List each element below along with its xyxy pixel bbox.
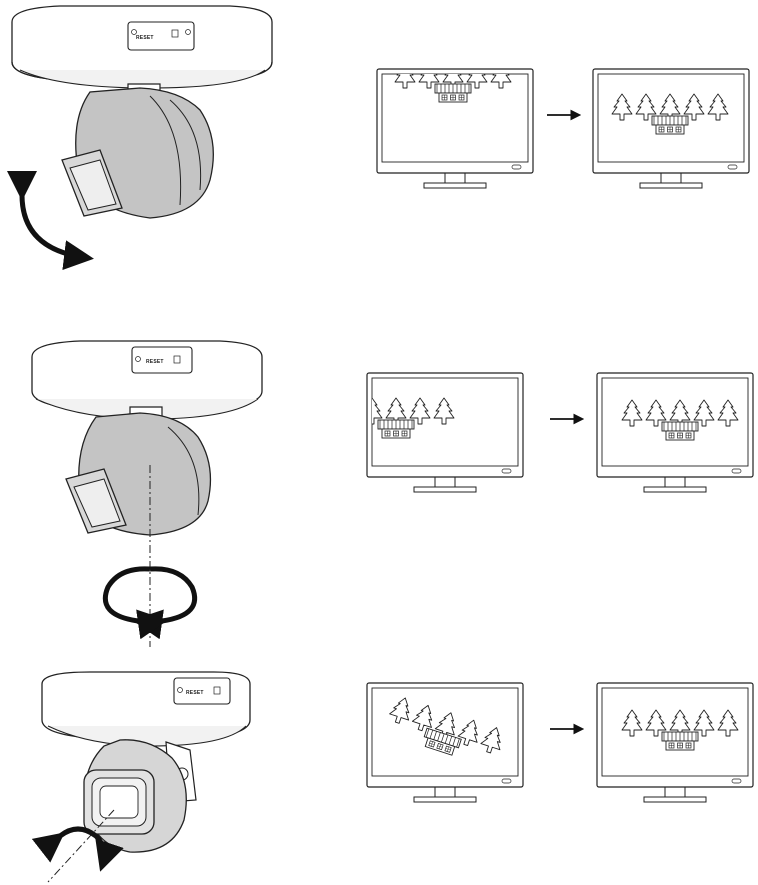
monitor-tilt-before	[366, 372, 526, 508]
camera-rotate-illustration: RESET	[0, 670, 300, 885]
camera-tilt-illustration: RESET	[0, 335, 300, 647]
rotation-arrow-icon	[102, 566, 198, 640]
curved-arrow-icon	[6, 170, 94, 270]
right-arrow-icon	[548, 412, 588, 426]
monitor-pan-before	[376, 68, 536, 194]
camera-pan-illustration: RESET	[0, 0, 300, 275]
camera-dome-icon: RESET	[31, 340, 263, 536]
right-arrow-icon	[548, 722, 588, 736]
svg-text:RESET: RESET	[136, 35, 154, 41]
svg-text:RESET: RESET	[146, 359, 164, 365]
monitor-pan-after	[592, 68, 752, 194]
camera-dome-icon: RESET	[41, 671, 251, 853]
camera-dome-icon: RESET	[11, 5, 273, 219]
monitor-tilt-after	[596, 372, 756, 508]
right-arrow-icon	[545, 108, 585, 122]
monitor-rotate-before	[366, 682, 526, 818]
rotation-arrow-icon	[31, 826, 124, 872]
monitor-rotate-after	[596, 682, 756, 818]
svg-text:RESET: RESET	[186, 690, 204, 696]
